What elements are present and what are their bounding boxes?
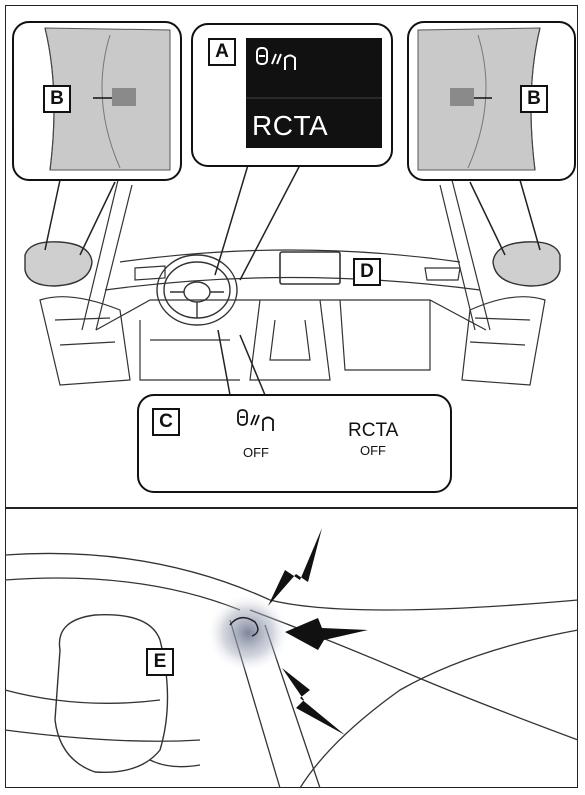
label-a: A (208, 38, 236, 66)
steering-wheel (157, 255, 237, 325)
rear-interior-drawing (5, 553, 578, 788)
car-interior-drawing (40, 180, 545, 385)
headrest (55, 615, 168, 773)
mirror-right (493, 242, 560, 286)
label-b-left: B (43, 85, 71, 113)
display-rcta-text: RCTA (252, 110, 328, 142)
panel-rcta-label: RCTA (348, 420, 398, 442)
mirror-left (25, 242, 92, 286)
callout-c (138, 395, 451, 492)
label-e: E (146, 648, 174, 676)
label-c: C (152, 408, 180, 436)
bsm-off-text: OFF (243, 445, 269, 460)
rcta-off-text: OFF (360, 443, 386, 458)
label-b-right: B (520, 85, 548, 113)
radar-sensor-glow (206, 593, 290, 673)
callout-b-right (408, 22, 575, 180)
bolt-icon-right (285, 618, 368, 650)
callout-b-left (13, 22, 181, 180)
label-d: D (353, 258, 381, 286)
bolt-icon-up (268, 528, 322, 606)
